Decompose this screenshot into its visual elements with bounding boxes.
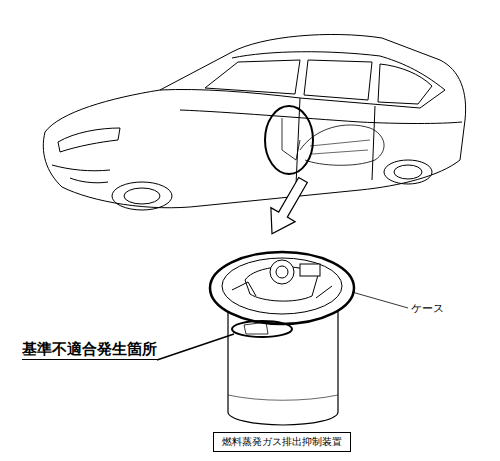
leader-line bbox=[157, 334, 234, 360]
leader-line bbox=[352, 292, 408, 308]
car-drawing bbox=[43, 34, 465, 210]
defect-location-label: 基準不適合発生箇所 bbox=[22, 340, 157, 360]
canister-case bbox=[210, 252, 354, 425]
part-name: ケース bbox=[411, 302, 444, 315]
caption-box: 燃料蒸発ガス排出抑制装置 bbox=[213, 432, 351, 452]
enlarge-arrow bbox=[260, 173, 315, 241]
